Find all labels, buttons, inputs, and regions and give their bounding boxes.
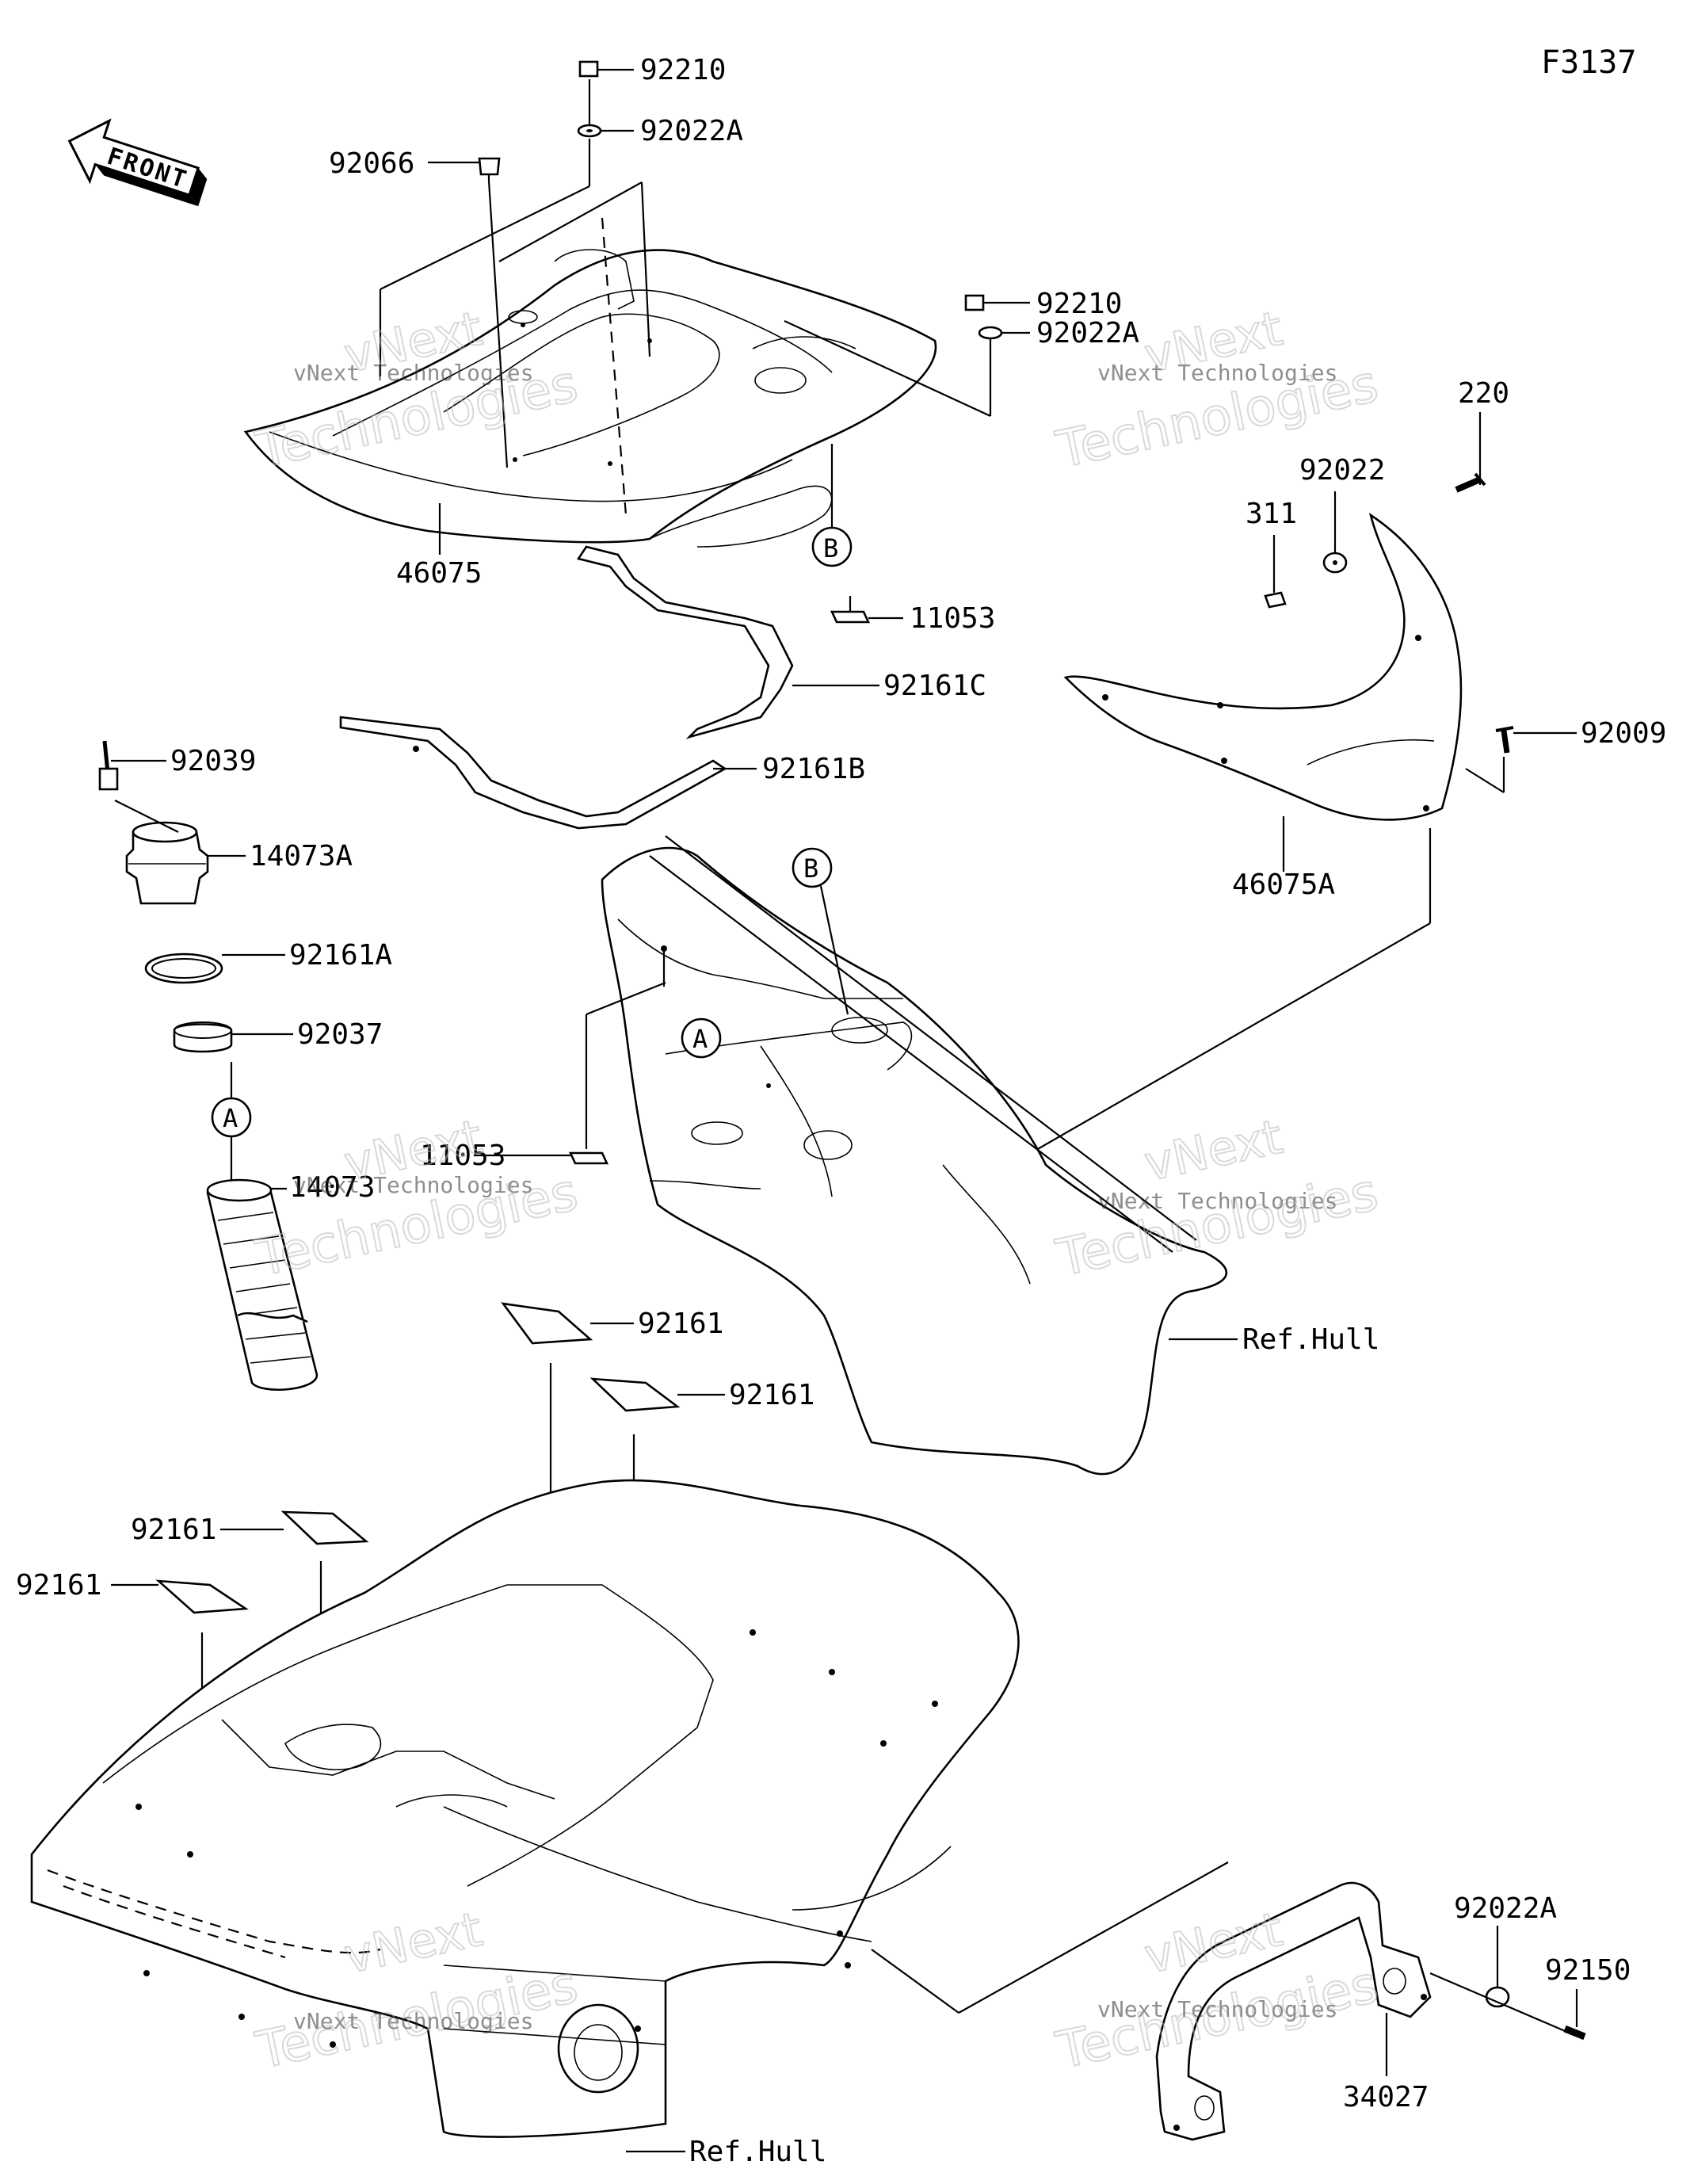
bolt-92150 [1563,2025,1586,2041]
callout-92210-mid: 92210 [1036,288,1122,320]
callout-92037: 92037 [297,1018,383,1051]
svg-text:vNext Technologies: vNext Technologies [1097,360,1337,386]
svg-text:A: A [223,1103,238,1133]
callout-92009: 92009 [1581,717,1666,750]
callout-92022: 92022 [1299,454,1385,487]
callout-46075: 46075 [396,557,482,590]
marker-a-hull: A [681,1018,722,1059]
washer-92022A-mid [978,326,1003,340]
screw-92009 [1495,726,1514,754]
seal-92161A [144,953,223,984]
hull-bottom [30,1479,1020,2138]
washer-92022A-top [577,124,602,138]
callout-92161-1: 92161 [638,1308,723,1340]
marker-b-top: B [811,526,853,567]
fitting-14073A [125,821,209,905]
seal-92161-3 [280,1510,369,1545]
seal-92161-2 [589,1377,681,1412]
nut-92210-mid [964,294,985,311]
seal-92161-1 [501,1302,593,1345]
callout-92161-2: 92161 [729,1379,814,1411]
callout-ref-hull-mid: Ref.Hull [1242,1323,1379,1356]
svg-text:vNext: vNext [1140,1109,1288,1193]
hose-14073 [206,1178,319,1391]
callout-92150: 92150 [1545,1954,1631,1987]
callout-92022A-mid: 92022A [1036,317,1139,349]
callout-92210-top: 92210 [640,54,726,86]
svg-text:vNext Technologies: vNext Technologies [1097,1996,1337,2022]
nut-92210-top [578,60,599,78]
svg-text:vNext Technologies: vNext Technologies [1097,1188,1337,1214]
seal-92161-4 [155,1579,249,1614]
screw-92039 [98,740,119,791]
svg-text:A: A [692,1024,708,1054]
callout-14073A: 14073A [250,840,353,872]
svg-text:vNext Technologies: vNext Technologies [293,1172,533,1198]
callout-92022A-top: 92022A [640,115,743,147]
callout-11053-a: 11053 [420,1140,505,1172]
clip-11053-b [830,596,871,624]
callout-92161C: 92161C [883,670,986,702]
callout-46075A: 46075A [1232,869,1335,901]
callout-92161-3: 92161 [131,1514,216,1546]
washer-92022 [1322,552,1348,574]
front-arrow-icon: FRONT [67,118,208,207]
callout-92066: 92066 [329,147,414,180]
nut-311 [1264,591,1287,609]
svg-text:B: B [803,853,818,884]
callout-11053-b: 11053 [910,602,995,635]
bolt-92066 [478,157,501,181]
clamp-92037 [173,1021,233,1053]
callout-92161A: 92161A [289,939,392,972]
marker-b-hull: B [792,847,833,888]
deck-panel-46075 [243,249,937,548]
seal-92161C [576,545,794,739]
callout-92161B: 92161B [762,753,865,785]
diagram-code: F3137 [1541,44,1636,81]
callout-ref-hull-bot: Ref.Hull [689,2136,826,2168]
callout-220: 220 [1458,377,1509,410]
svg-text:B: B [823,533,838,563]
clip-11053-a [568,1151,609,1165]
svg-text:vNext Technologies: vNext Technologies [293,2008,533,2034]
svg-text:vNext Technologies: vNext Technologies [293,360,533,386]
washer-92022A-bot [1485,1986,1510,2008]
hull-middle [601,846,1228,1476]
side-cover-46075A [1063,513,1463,821]
callout-34027: 34027 [1343,2081,1429,2113]
seal-92161B [339,716,727,830]
callout-92161-4: 92161 [16,1569,101,1602]
marker-a-hose: A [211,1097,252,1138]
callout-92022A-bot: 92022A [1454,1892,1557,1925]
grab-bar-34027 [1155,1881,1432,2141]
callout-311: 311 [1246,498,1297,530]
callout-92039: 92039 [170,745,256,777]
callout-14073: 14073 [289,1171,375,1204]
